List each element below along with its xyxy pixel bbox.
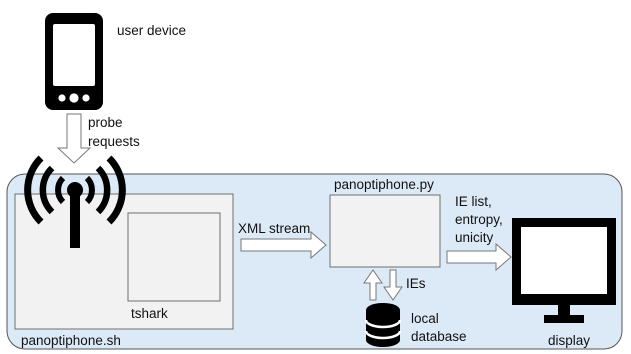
probe-requests-arrow (56, 113, 92, 164)
database-icon (364, 303, 402, 347)
user-device-label: user device (117, 23, 186, 38)
xml-stream-label: XML stream (238, 221, 310, 236)
ie-list-label-line1: IE list, (455, 194, 492, 209)
panoptiphone-sh-label: panoptiphone.sh (21, 333, 121, 348)
local-database-label-line1: local (411, 311, 439, 326)
smartphone-icon (45, 13, 103, 110)
xml-stream-arrow (240, 230, 327, 260)
ies-label: IEs (406, 276, 426, 291)
tshark-label: tshark (131, 306, 168, 321)
panoptiphone-py-label: panoptiphone.py (334, 177, 434, 192)
panoptiphone-py-box (329, 194, 441, 268)
ie-list-label-line2: entropy, (455, 212, 503, 227)
ie-list-label-line3: unicity (455, 230, 494, 245)
ies-up-arrow (363, 269, 383, 301)
local-database-label-line2: database (411, 329, 467, 344)
ie-list-arrow (446, 242, 512, 272)
probe-requests-label-line1: probe (88, 115, 123, 130)
probe-requests-label-line2: requests (88, 134, 140, 149)
wifi-antenna-icon (24, 155, 126, 248)
monitor-icon (512, 218, 616, 323)
tshark-box (127, 212, 221, 302)
ies-down-arrow (383, 269, 403, 301)
display-label: display (548, 333, 590, 348)
